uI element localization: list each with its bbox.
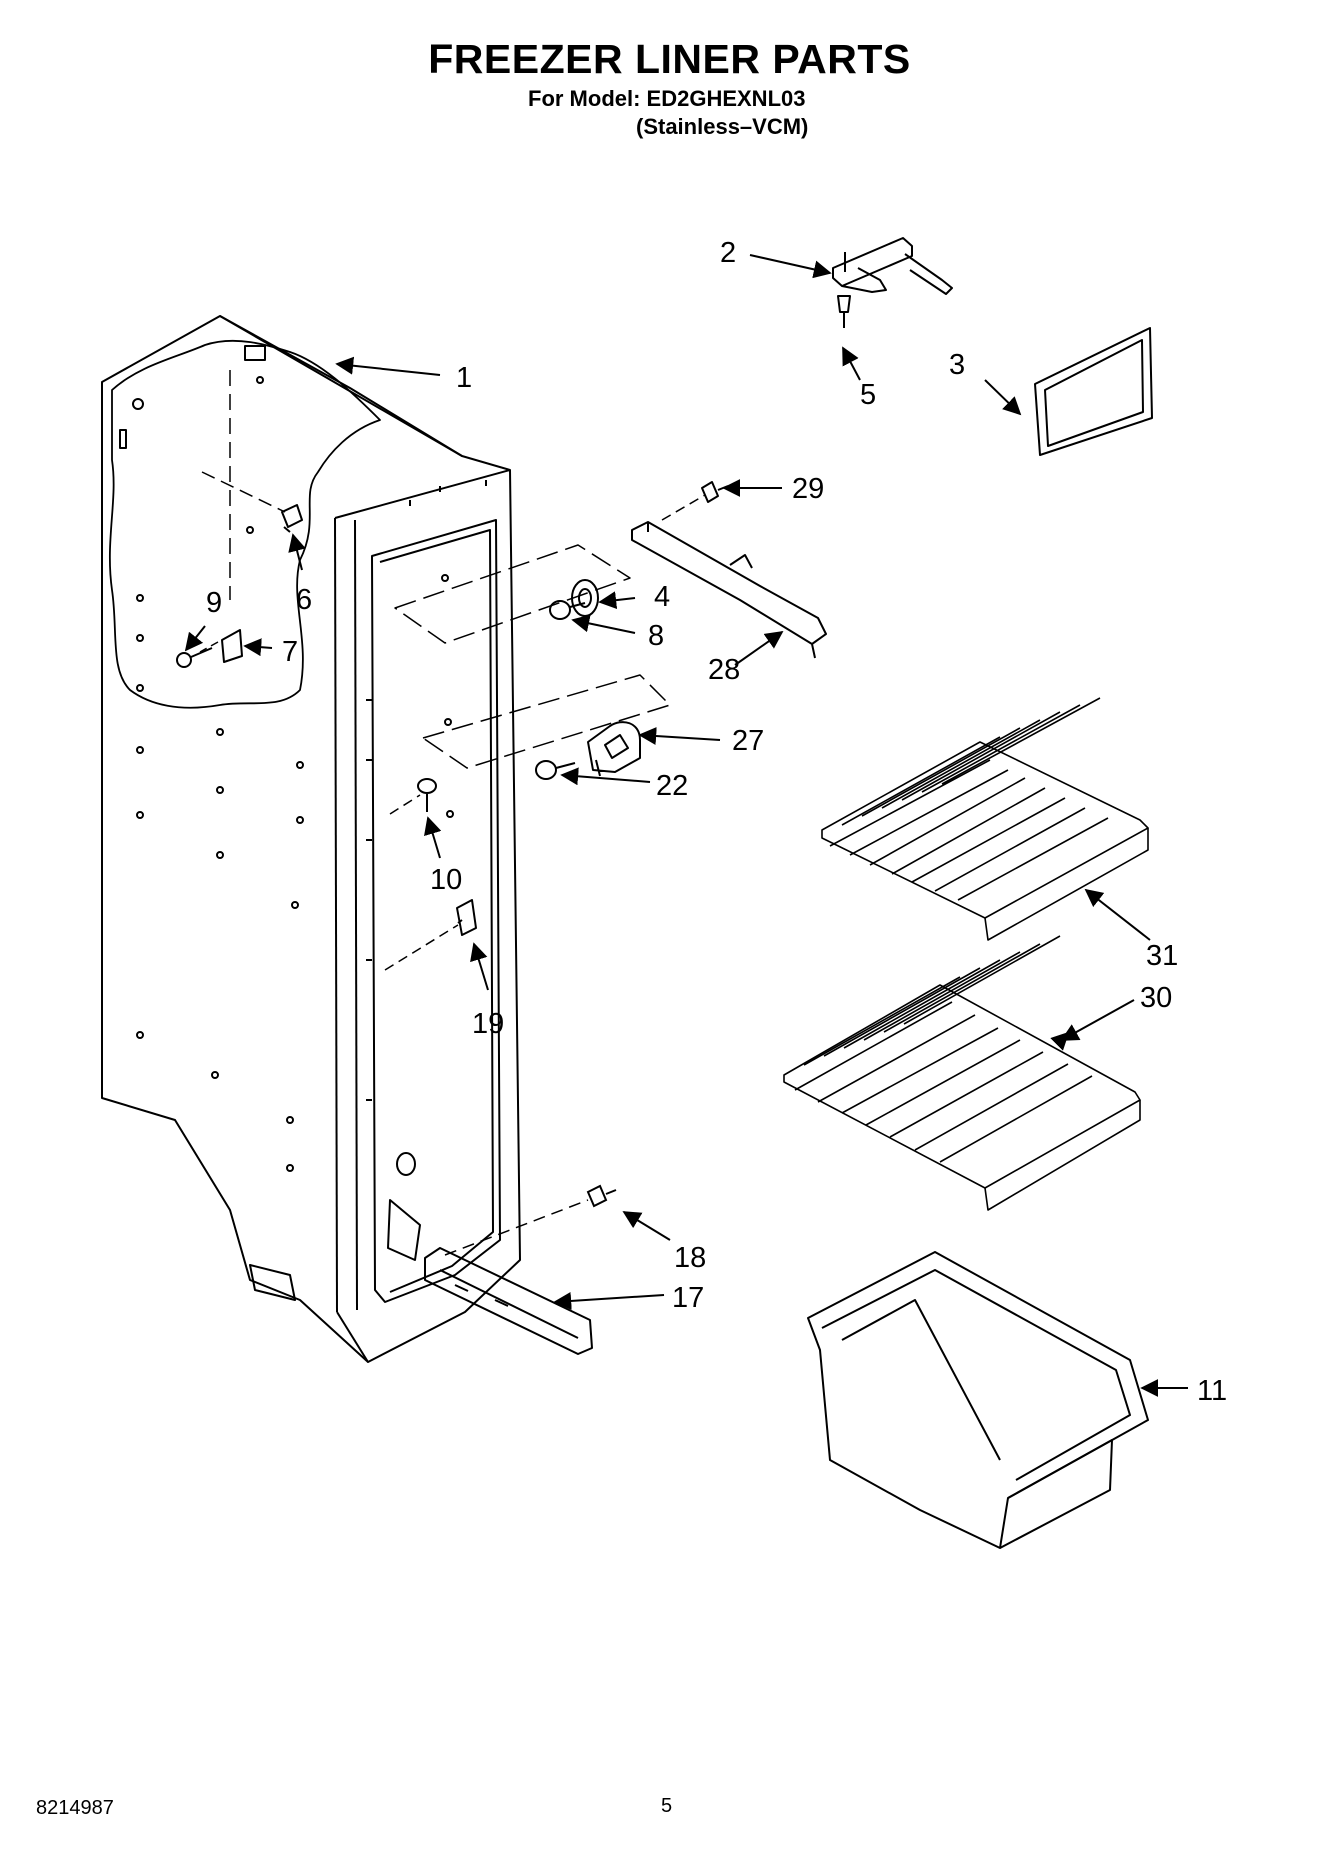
part-6-clip [281,504,303,533]
callout-27: 27 [732,725,764,757]
callout-2: 2 [720,237,736,269]
freezer-liner [101,315,521,1363]
part-7-bracket [221,629,243,663]
callout-9: 9 [206,587,222,619]
part-18-screw [444,1184,617,1256]
page-number: 5 [661,1795,673,1817]
leader-lines [184,254,1188,1397]
callout-5: 5 [860,379,876,411]
callout-22: 22 [656,770,688,802]
callout-17: 17 [672,1282,704,1314]
part-10-stud [417,778,437,812]
part-27-mount [587,721,641,777]
document-number: 8214987 [36,1797,114,1819]
callout-labels: 1 2 3 4 5 6 7 8 9 10 11 17 18 19 22 27 2… [206,237,1227,1407]
part-11-bin [807,1251,1149,1549]
part-29-screw [701,481,729,503]
part-3-plate [1034,327,1153,456]
callout-10: 10 [430,864,462,896]
callout-30: 30 [1140,982,1172,1014]
part-28-rail [631,521,827,659]
shelf-31 [821,697,1149,941]
callout-28: 28 [708,654,740,686]
part-5-screw [837,295,851,328]
callout-8: 8 [648,620,664,652]
callout-3: 3 [949,349,965,381]
model-line: For Model: ED2GHEXNL03 [528,86,806,111]
part-2-bracket [832,237,953,295]
callout-1: 1 [456,362,472,394]
shelf-30 [783,935,1141,1211]
callout-29: 29 [792,473,824,505]
callout-6: 6 [296,584,312,616]
callout-4: 4 [654,581,670,613]
callout-19: 19 [472,1008,504,1040]
part-9-screw [176,652,192,668]
part-19-clip [456,899,477,936]
part-22-screw [535,760,576,780]
callout-18: 18 [674,1242,706,1274]
part-17-end-cap [424,1247,593,1355]
callout-11: 11 [1197,1375,1227,1407]
page-title: FREEZER LINER PARTS [428,36,911,82]
part-4-spacer [571,579,599,617]
callout-7: 7 [282,636,298,668]
callout-31: 31 [1146,940,1178,972]
part-8-screw [549,600,586,620]
model-variant: (Stainless–VCM) [636,114,809,139]
